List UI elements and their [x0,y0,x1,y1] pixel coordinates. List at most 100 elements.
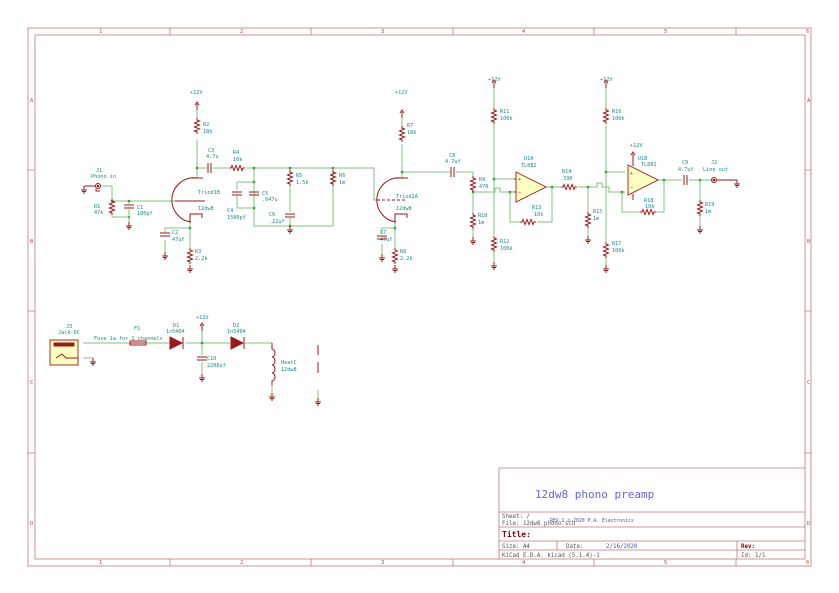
title-block-date-label: Date: [566,544,583,550]
c8-value: 4.7uf [445,159,461,165]
ground-icon [469,236,477,245]
resistor-r13[interactable]: R13 10k [519,205,544,225]
title-block-size: Size: A4 [502,544,530,550]
column-marker: 2 [240,29,243,35]
r8-ref: R8 [400,249,406,255]
heater-inductor[interactable]: HeatC 12dw8 [268,343,297,401]
c4-ref: C4 [227,208,233,214]
capacitor-c2[interactable]: C2 47uf [159,230,185,260]
ground-icon [268,392,276,401]
capacitor-c3[interactable]: C3 4.7u [206,148,219,174]
resistor-r18[interactable]: R18 10k [639,198,657,215]
u1a-ref: U1A [524,156,534,162]
wires-power [83,331,272,374]
resistor-r19[interactable]: R19 1m [696,199,714,234]
resistor-r17[interactable]: R17 100k [602,241,625,273]
resistor-r10[interactable]: R10 1m [469,212,487,245]
capacitor-c4[interactable]: C4 1500pf [227,191,246,221]
c9-value: 4.7uf [678,167,694,173]
power-label: +12V [395,90,408,96]
resistor-r15[interactable]: R15 1m [584,209,602,244]
capacitor-c10[interactable]: C10 2200uf [196,356,226,382]
r14-value: 330 [563,176,572,182]
vacuum-tube-v1[interactable]: Triod1B 12dw8 [171,177,220,223]
c2-value: 47uf [172,237,185,243]
power-flag-12v: +12V [196,315,209,332]
resistor-r3[interactable]: R3 2.2k [186,247,208,273]
row-marker: A [30,98,34,104]
power-flag-12v: +12V [600,77,613,89]
wires-stage2 [373,88,714,265]
v2-value: 12dw8 [396,206,412,212]
r11-value: 100k [500,116,513,122]
j2-value: Line out [703,167,728,173]
connector-j3[interactable]: J3 Jack-DC [49,324,97,366]
resistor-r4[interactable]: R4 10k [228,150,246,171]
vacuum-tube-v2[interactable]: Triod2A 12dw8 [376,177,419,223]
opamp-u1b[interactable]: + − +12V U1B TL082 [627,143,660,200]
r9-value: 470 [479,184,488,190]
capacitor-c5[interactable]: C5 .047u [248,191,278,203]
row-marker: D [30,521,33,527]
ground-icon [125,221,133,230]
diode-d1[interactable]: D1 1n5404 [166,323,185,350]
d1-value: 1n5404 [166,329,185,335]
r10-value: 1m [478,220,484,226]
capacitor-c8[interactable]: C8 4.7uf [445,153,461,178]
resistor-r8[interactable]: R8 2.2k [391,247,413,273]
v1-value: 12dw8 [198,206,214,212]
junctions-stage2 [393,170,702,230]
connector-j2[interactable]: J2 Line out [703,160,741,188]
resistor-r14[interactable]: R14 330 [560,169,578,190]
connector-j1[interactable]: J1 Phono in [80,168,116,194]
resistor-r1[interactable]: R1 47k [94,198,115,216]
title-block-comment: REV 1 © 2020 P.A. Electronics [550,518,634,524]
c7-ref: C7 [380,230,386,236]
c6-value: .22uf [269,219,285,225]
power-flag-12v: +12V [190,90,203,111]
wires-stage1 [102,110,375,252]
d2-value: 1n5404 [227,329,246,335]
row-marker: A [807,98,811,104]
c3-value: 4.7u [206,154,219,160]
resistor-r16[interactable]: R16 100k [603,107,626,125]
resistor-r5[interactable]: R5 1.5k [287,169,310,187]
u1b-value: TL082 [641,162,657,168]
c1-value: 180pf [137,211,153,217]
junctions-stage1 [110,166,335,230]
row-marker: C [30,380,33,386]
resistor-r12[interactable]: R12 100k [490,235,513,270]
fuse-f1[interactable]: F1 Fuse 1a for 2 channels [94,326,163,346]
r12-ref: R12 [500,239,509,245]
junction [200,341,204,345]
svg-text:+: + [630,171,633,177]
ground-icon [89,357,97,366]
r15-ref: R15 [593,209,602,215]
j3-value: Jack-DC [58,330,80,336]
row-marker: B [30,239,34,245]
resistor-r2[interactable]: R2 18k [194,110,214,135]
capacitor-c9[interactable]: C9 4.7uf [678,160,694,186]
r4-value: 10k [233,157,243,163]
capacitor-c7[interactable]: C7 47uf [376,230,393,262]
c1-ref: C1 [137,205,143,211]
resistor-r7[interactable]: R7 18k [399,123,418,143]
r10-ref: R10 [478,213,487,219]
power-label: +12V [190,90,203,96]
r17-value: 100k [612,248,625,254]
opamp-u1a[interactable]: + − U1A TL082 [514,156,548,203]
resistor-r11[interactable]: R11 100k [491,107,514,125]
capacitor-c1[interactable]: C1 180pf [123,204,153,230]
capacitor-c6[interactable]: C6 .22uf [269,212,296,234]
r19-ref: R19 [705,202,714,208]
ground-icon [198,373,206,382]
diode-d2[interactable]: D2 1n5404 [227,323,246,350]
d2-ref: D2 [233,323,239,329]
r15-value: 1m [593,216,599,222]
resistor-r9[interactable]: R9 470 [470,175,489,193]
title-block-rev-label: Rev: [741,544,755,550]
column-marker: 1 [99,560,102,566]
ground-icon [286,225,294,234]
resistor-r6[interactable]: R6 1m [330,169,346,187]
